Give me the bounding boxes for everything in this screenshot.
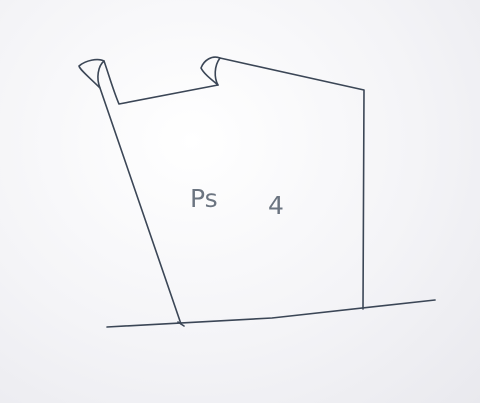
shape-outline: [78, 56, 365, 325]
corner-tick: [177, 321, 185, 327]
shape-label: Ps: [190, 184, 218, 213]
ground-line: [106, 299, 436, 328]
left-hook-stroke: [97, 60, 105, 89]
shape-number: 4: [268, 191, 284, 220]
right-hook-stroke: [214, 57, 221, 86]
